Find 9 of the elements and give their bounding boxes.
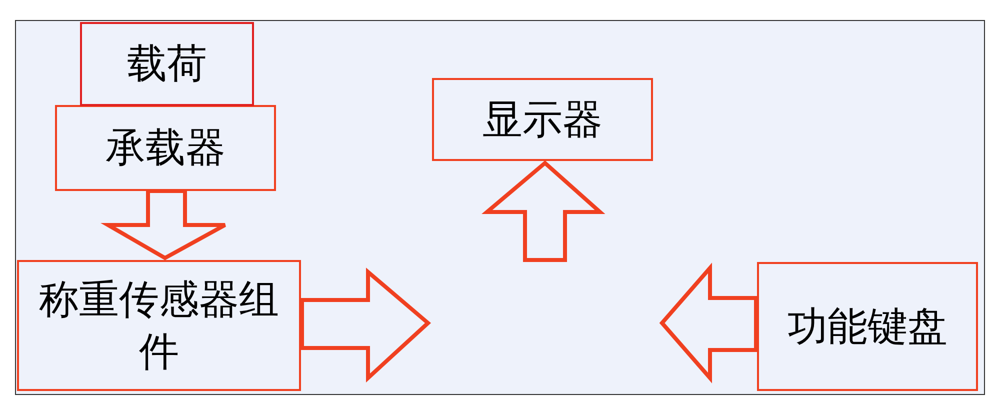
process-box: 载荷 — [80, 22, 254, 106]
process-box: 显示器 — [432, 78, 653, 161]
block-arrow — [300, 268, 432, 383]
process-box: 称重传感器组件 — [17, 260, 301, 391]
block-arrow — [100, 189, 227, 260]
block-arrow — [659, 262, 758, 384]
process-box: 承载器 — [55, 105, 276, 191]
block-arrow — [482, 160, 606, 262]
process-box: 功能键盘 — [757, 262, 978, 391]
